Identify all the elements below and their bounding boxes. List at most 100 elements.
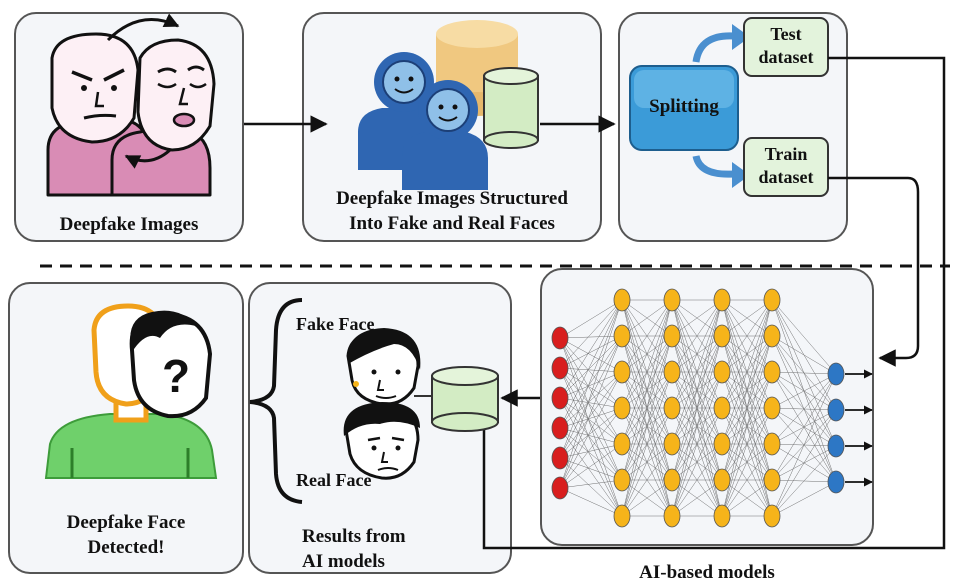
nn-nodes (551, 288, 845, 528)
nn-hidden-node (763, 288, 781, 312)
nn-input-node (551, 446, 569, 470)
nn-edge (771, 373, 837, 517)
deepfake-images-label: Deepfake Images (59, 214, 199, 235)
nn-edge (559, 337, 623, 409)
nn-hidden-node (613, 432, 631, 456)
nn-hidden-node (763, 360, 781, 384)
nn-edge (721, 443, 773, 517)
nn-edge (559, 457, 623, 481)
nn-edge (559, 367, 623, 481)
nn-edge (771, 373, 837, 481)
nn-edge (721, 371, 773, 517)
nn-edge (559, 367, 623, 373)
results-label: Results from AI models (302, 524, 406, 574)
nn-edge (621, 335, 673, 517)
results-database-icon (431, 366, 499, 432)
nn-edge (621, 299, 673, 337)
nn-edge (559, 371, 623, 459)
nn-edge (621, 407, 673, 517)
nn-edge (559, 337, 623, 373)
nn-edge (559, 335, 623, 429)
nn-hidden-node (613, 324, 631, 348)
results-label-line1: Results from (302, 526, 406, 547)
nn-edge (559, 299, 623, 429)
test-dataset-label: Test dataset (744, 23, 828, 69)
nn-hidden-node (713, 324, 731, 348)
fake-face-label: Fake Face (296, 314, 375, 334)
nn-edge (671, 299, 723, 445)
nn-edge (671, 407, 723, 517)
nn-edge (559, 443, 623, 489)
nn-edge (721, 299, 773, 337)
nn-edge (559, 299, 623, 459)
structured-label-line1: Deepfake Images Structured (336, 188, 568, 209)
nn-edge (559, 335, 623, 489)
nn-hidden-node (713, 468, 731, 492)
nn-hidden-node (663, 504, 681, 528)
results-brace (249, 298, 303, 504)
nn-input-node (551, 356, 569, 380)
nn-edge (621, 479, 673, 517)
nn-hidden-node (613, 504, 631, 528)
nn-edge (721, 299, 773, 409)
nn-edge (771, 335, 837, 375)
nn-edge (559, 299, 623, 399)
nn-edge (671, 299, 723, 409)
train-dataset-line1: Train (764, 144, 808, 164)
nn-edge (721, 335, 773, 517)
nn-hidden-node (713, 432, 731, 456)
nn-edge (559, 407, 623, 489)
nn-edge (559, 337, 623, 481)
nn-edge (559, 371, 623, 429)
nn-edge (721, 299, 773, 481)
nn-edge (621, 299, 673, 409)
nn-output-arrows (845, 369, 873, 487)
nn-edge (621, 443, 673, 517)
nn-edge (671, 299, 723, 481)
nn-edge (559, 335, 623, 399)
face-swap-icon (46, 13, 216, 197)
nn-edge (559, 299, 623, 339)
nn-edge (771, 481, 837, 517)
nn-hidden-node (663, 360, 681, 384)
nn-edge (771, 299, 837, 375)
nn-edge (771, 373, 837, 445)
nn-edge (559, 335, 623, 459)
nn-edge (559, 337, 623, 517)
nn-edge (671, 443, 723, 517)
nn-edge (559, 335, 623, 339)
splitting-box (629, 65, 739, 151)
results-label-line2: AI models (302, 551, 385, 572)
nn-hidden-node (763, 396, 781, 420)
nn-edge (721, 299, 773, 445)
test-dataset-line2: dataset (758, 47, 814, 67)
nn-hidden-node (763, 432, 781, 456)
nn-output-node (827, 362, 845, 386)
nn-edge (621, 299, 673, 373)
nn-edge (559, 457, 623, 517)
nn-edge (671, 299, 723, 337)
nn-edge (621, 299, 673, 445)
nn-edge (559, 487, 623, 517)
nn-output-node (827, 398, 845, 422)
structured-label-line2: Into Fake and Real Faces (349, 213, 555, 234)
nn-edge (559, 397, 623, 517)
nn-edge (559, 479, 623, 489)
detected-label: Deepfake Face Detected! (12, 510, 240, 560)
splitting-label: Splitting (649, 96, 719, 117)
nn-hidden-node (663, 396, 681, 420)
nn-edge (559, 407, 623, 429)
nn-hidden-node (613, 360, 631, 384)
nn-edge (671, 371, 723, 517)
detected-label-line1: Deepfake Face (66, 512, 186, 533)
nn-edge (771, 409, 837, 517)
nn-edge (721, 299, 773, 373)
fake-face-icon (346, 328, 421, 406)
nn-edge (559, 299, 623, 369)
nn-edge (559, 335, 623, 369)
nn-hidden-node (763, 324, 781, 348)
nn-edge (559, 371, 623, 399)
small-database-icon (483, 67, 539, 149)
nn-edge (621, 299, 673, 481)
